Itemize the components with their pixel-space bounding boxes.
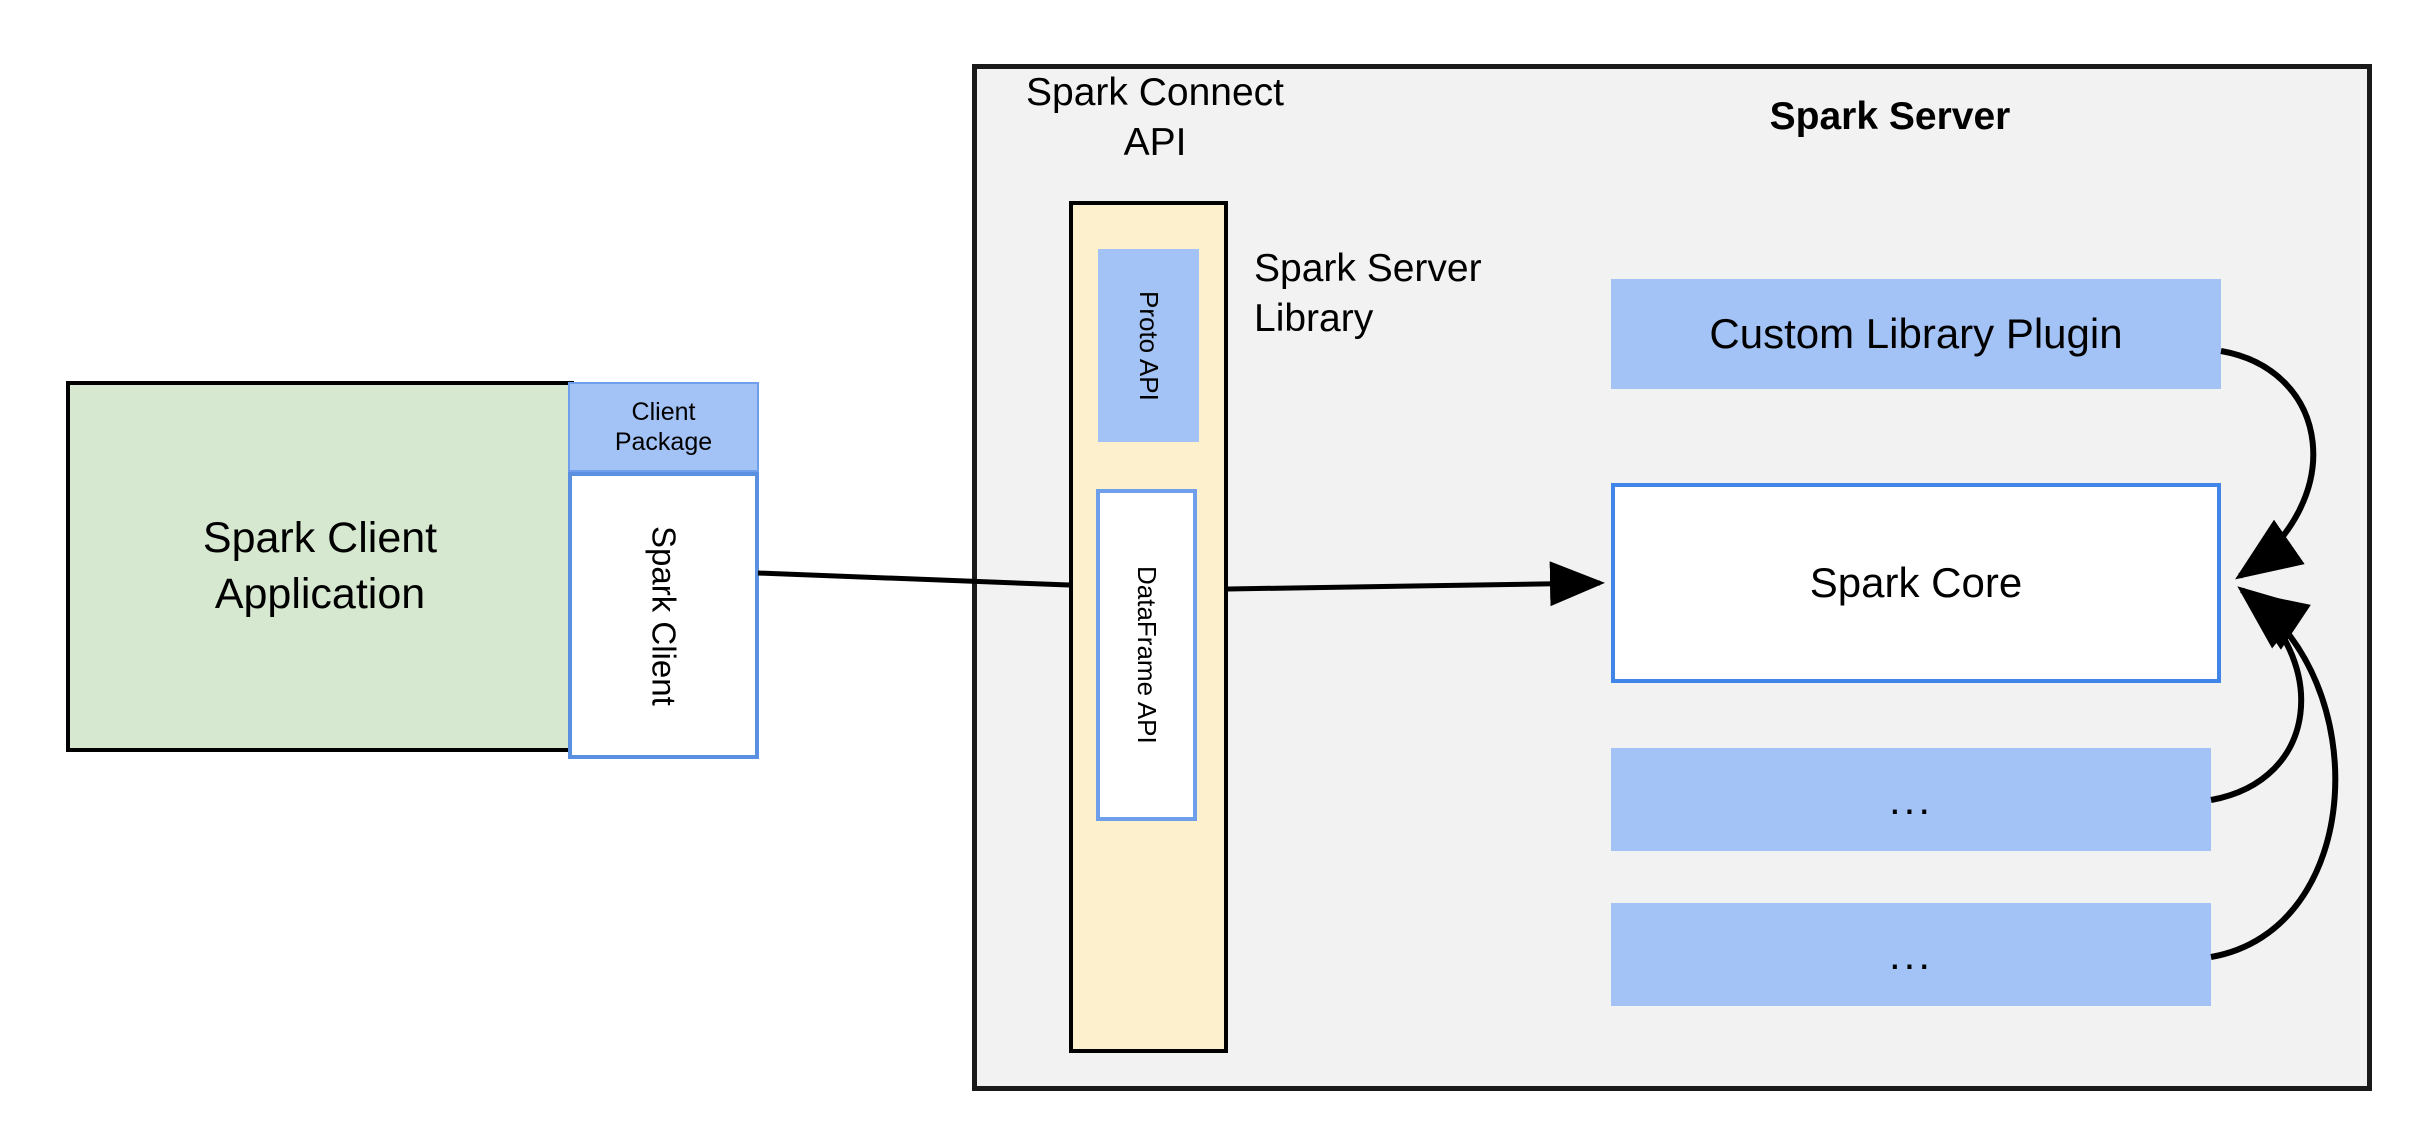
ellipsis-box-2: ... (1611, 903, 2211, 1006)
dataframe-api-box: DataFrame API (1096, 489, 1197, 821)
spark-core-box: Spark Core (1611, 483, 2221, 683)
custom-library-plugin-label: Custom Library Plugin (1709, 310, 2123, 357)
ellipsis-label-1: ... (1888, 775, 1933, 823)
client-package-box: Client Package (568, 382, 759, 472)
proto-api-label: Proto API (1134, 290, 1164, 401)
spark-client-label: Spark Client (645, 525, 683, 706)
spark-core-label: Spark Core (1809, 559, 2023, 606)
spark-client-box: Spark Client (568, 472, 759, 759)
ellipsis-label-2: ... (1888, 930, 1933, 978)
spark-client-application-box: Spark Client Application (66, 381, 574, 752)
proto-api-box: Proto API (1098, 249, 1199, 442)
client-package-label: Client Package (614, 397, 713, 457)
spark-server-library-label: Spark Server Library (1254, 247, 1482, 340)
custom-library-plugin-box: Custom Library Plugin (1611, 279, 2221, 389)
spark-client-application-label: Spark Client Application (202, 514, 438, 618)
spark-connect-api-label: Spark Connect API (1026, 71, 1284, 164)
spark-server-title: Spark Server (1769, 95, 2011, 138)
dataframe-api-label: DataFrame API (1132, 566, 1162, 744)
ellipsis-box-1: ... (1611, 748, 2211, 851)
